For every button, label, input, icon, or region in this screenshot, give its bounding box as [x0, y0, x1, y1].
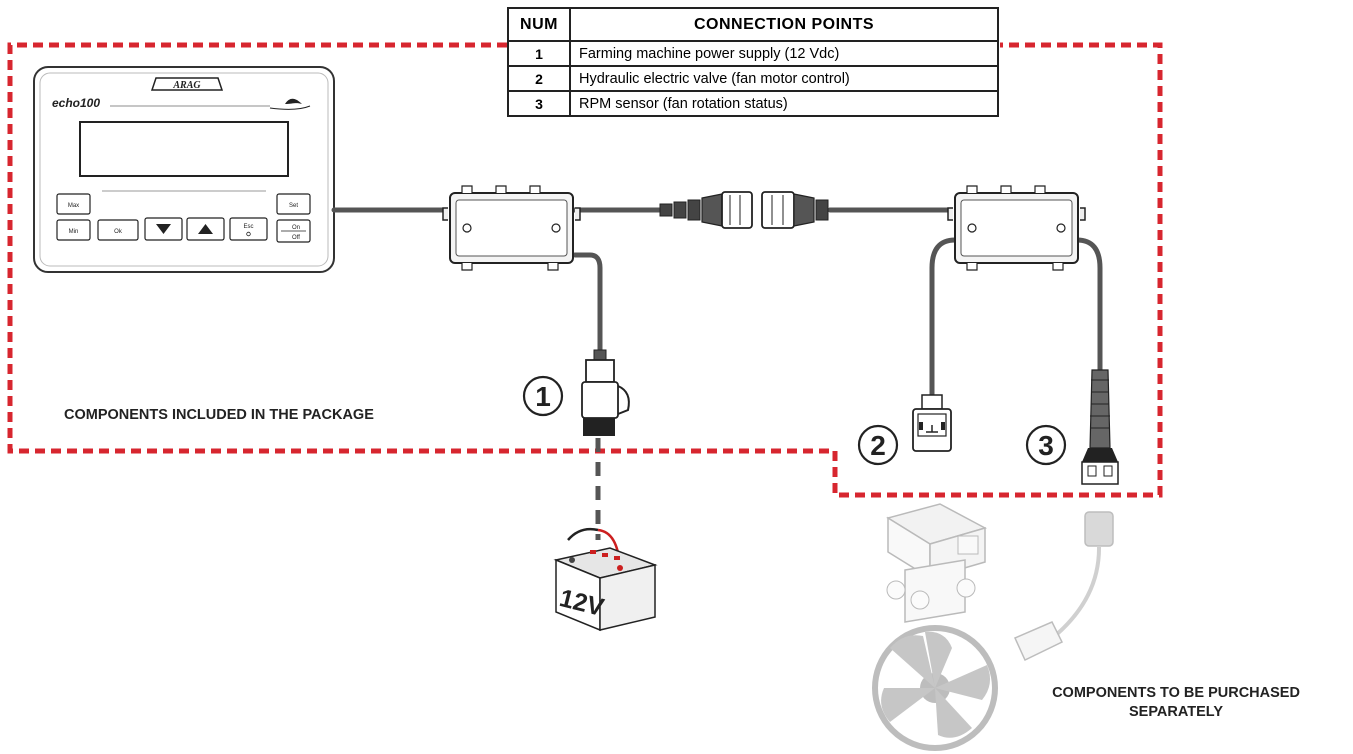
battery-icon: 12V	[553, 527, 658, 632]
svg-text:On: On	[292, 225, 300, 231]
rpm-sensor-icon	[1014, 511, 1114, 662]
svg-text:Min: Min	[69, 229, 79, 235]
marker-3: 3	[1025, 424, 1067, 466]
arrow-up-icon	[198, 224, 213, 234]
connection-points-table: NUM CONNECTION POINTS 1 Farming machine …	[507, 7, 999, 117]
valve-connector	[912, 394, 952, 452]
svg-text:3: 3	[1038, 430, 1054, 461]
svg-text:Ok: Ok	[114, 229, 123, 235]
svg-text:1: 1	[535, 381, 551, 412]
fan-icon	[872, 625, 998, 751]
row-num: 2	[507, 65, 571, 92]
bird-icon	[269, 98, 311, 110]
row-num: 3	[507, 90, 571, 117]
min-button[interactable]: Min	[56, 219, 91, 241]
right-junction-box	[947, 185, 1086, 271]
included-components-label: COMPONENTS INCLUDED IN THE PACKAGE	[64, 407, 374, 423]
set-button[interactable]: Set	[276, 193, 311, 215]
separate-components-label-line1: COMPONENTS TO BE PURCHASED	[1052, 685, 1300, 701]
marker-1: 1	[522, 375, 564, 417]
row-description: Hydraulic electric valve (fan motor cont…	[569, 65, 999, 92]
table-row: 3 RPM sensor (fan rotation status)	[507, 90, 999, 117]
included-components-boundary	[7, 42, 1163, 498]
table-row: 1 Farming machine power supply (12 Vdc)	[507, 40, 999, 67]
separate-components-label-line2: SEPARATELY	[1128, 704, 1223, 720]
row-num: 1	[507, 40, 571, 67]
sensor-connector	[1081, 369, 1119, 485]
lcd-display	[79, 121, 289, 177]
left-junction-box	[442, 185, 581, 271]
cables	[331, 207, 1103, 398]
svg-text:2: 2	[870, 430, 886, 461]
max-button[interactable]: Max	[56, 193, 91, 215]
inline-connector-pair	[659, 191, 829, 229]
row-description: RPM sensor (fan rotation status)	[569, 90, 999, 117]
on-off-button[interactable]: On Off	[276, 219, 311, 243]
power-connector	[581, 349, 630, 436]
svg-text:Max: Max	[68, 203, 79, 209]
table-header-num: NUM	[507, 7, 571, 42]
svg-text:Esc: Esc	[243, 224, 253, 230]
model-name: echo100	[52, 96, 100, 110]
arrow-down-icon	[156, 224, 171, 234]
hydraulic-valve-icon	[886, 503, 987, 623]
svg-text:Off: Off	[292, 235, 300, 241]
table-header-connection-points: CONNECTION POINTS	[569, 7, 999, 42]
up-button[interactable]	[186, 217, 225, 241]
down-button[interactable]	[144, 217, 183, 241]
esc-button[interactable]: Esc	[229, 217, 268, 241]
marker-2: 2	[857, 424, 899, 466]
svg-text:Set: Set	[289, 203, 298, 209]
ok-button[interactable]: Ok	[97, 219, 139, 241]
row-description: Farming machine power supply (12 Vdc)	[569, 40, 999, 67]
arag-logo: ARAG	[150, 77, 224, 91]
table-row: 2 Hydraulic electric valve (fan motor co…	[507, 65, 999, 92]
echo100-control-unit: ARAG echo100 Max Min Ok	[33, 66, 335, 273]
svg-text:ARAG: ARAG	[172, 80, 201, 91]
